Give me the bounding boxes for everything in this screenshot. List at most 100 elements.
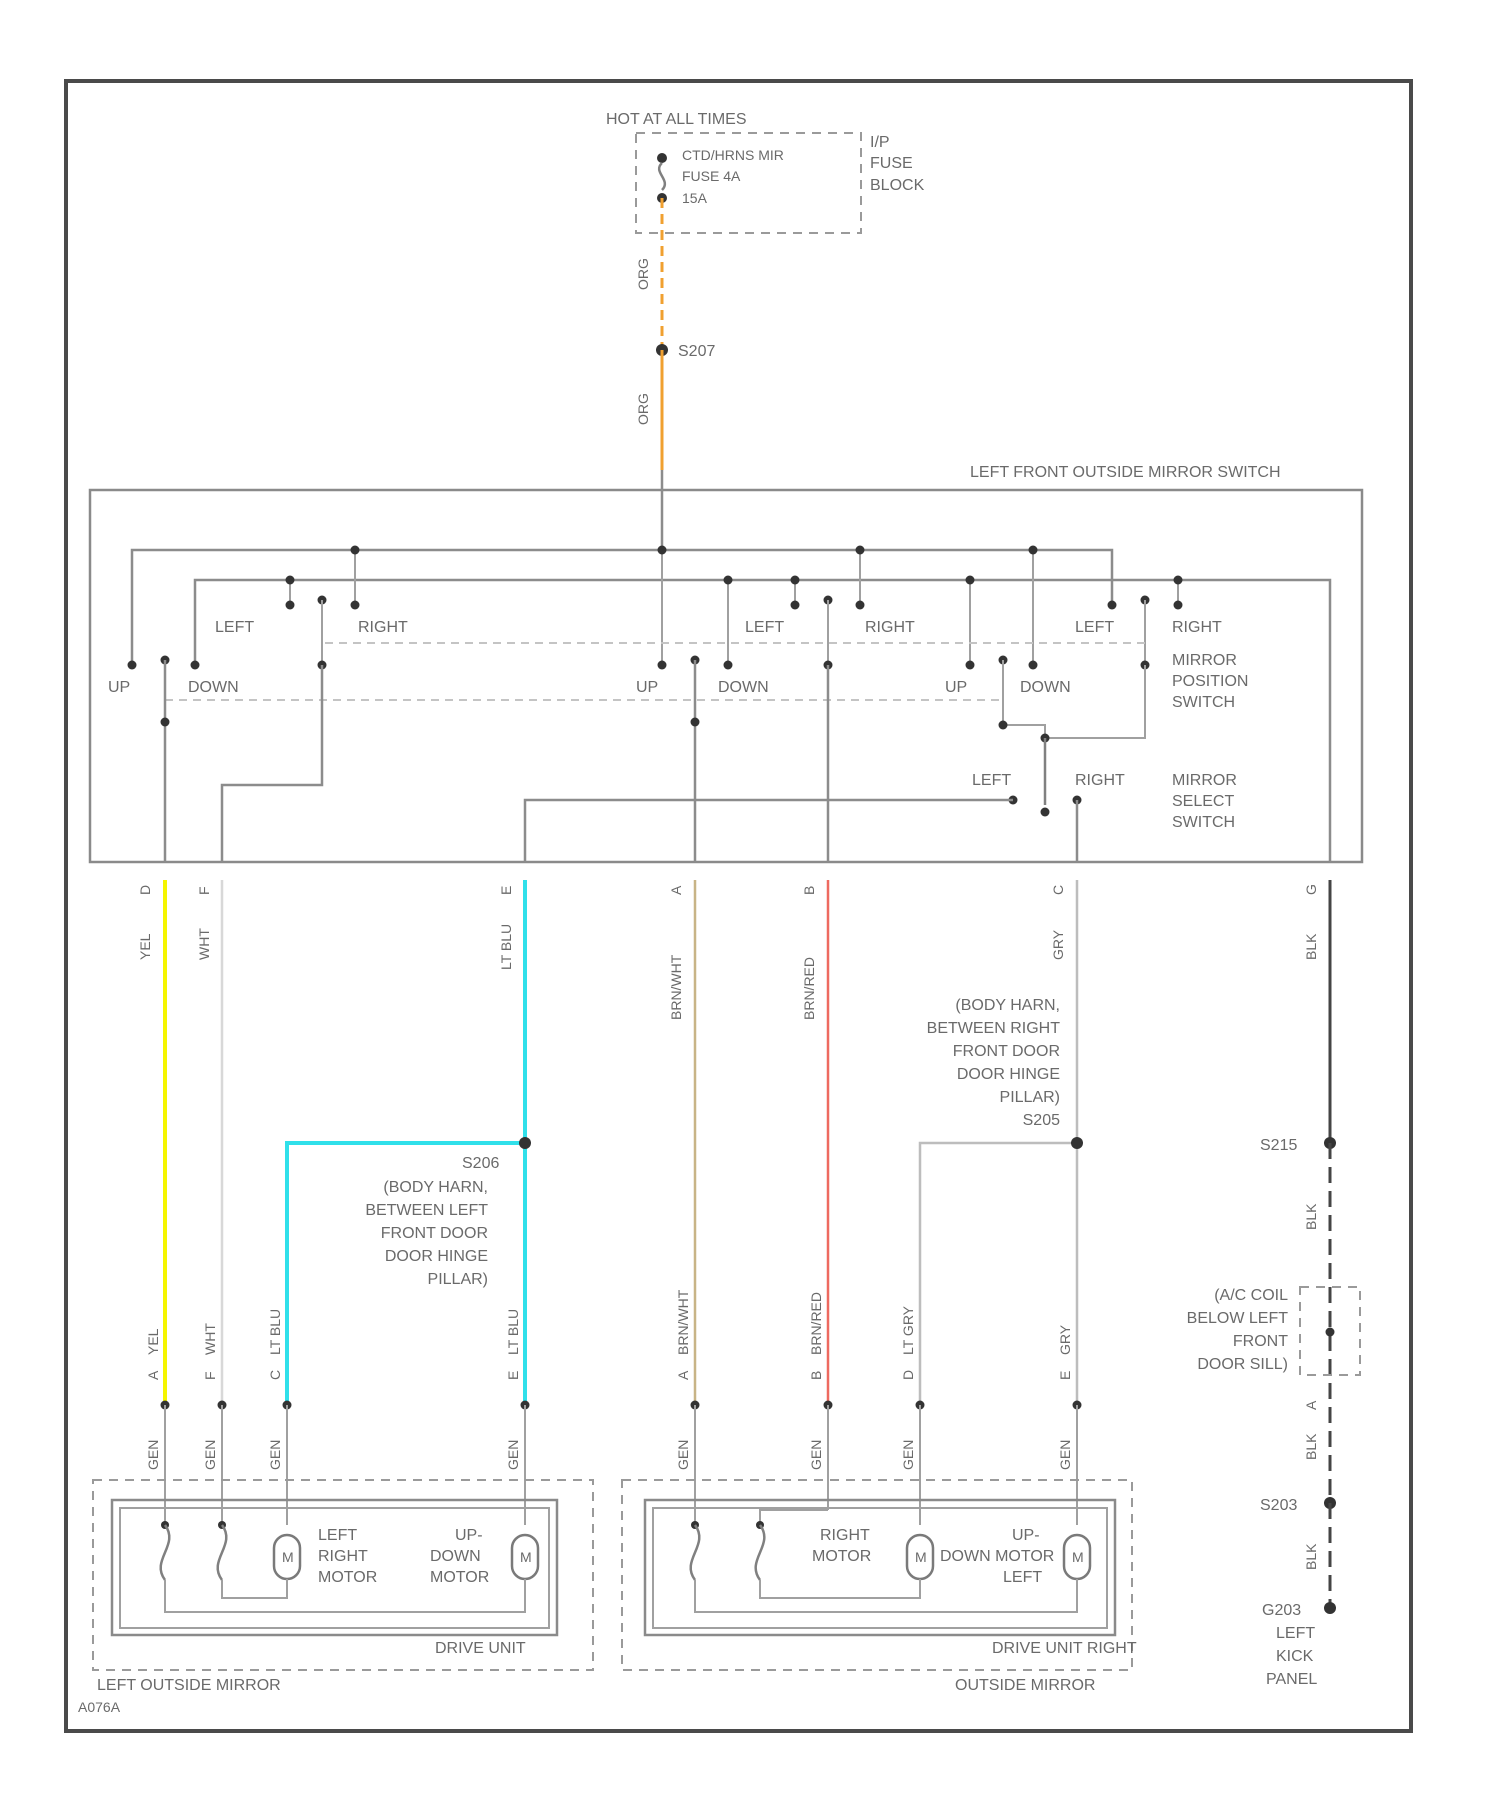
rm-thermal-breaker-2-icon [756,1525,765,1580]
left-right-contacts [286,596,1183,610]
rm-motor1-line2: MOTOR [812,1548,871,1565]
position-switch-line3: SWITCH [1172,694,1235,711]
fuse-terminal-top [657,153,667,163]
rm-color-b: BRN/RED [808,1292,824,1355]
s206-line5: PILLAR) [428,1271,488,1288]
lm-motor2-line2: DOWN [430,1548,481,1565]
lm-motor2-line3: MOTOR [430,1569,489,1586]
up-down-contacts [128,656,1150,670]
lm-color-e: LT BLU [505,1309,521,1355]
connector-tag-labels: GEN GEN GEN GEN GEN GEN GEN GEN [145,1440,1073,1470]
rm-pin-e: E [1057,1371,1073,1380]
s203-label: S203 [1260,1497,1297,1514]
rm-motor1-line1: RIGHT [820,1527,870,1544]
selector-mid-contact [1041,808,1050,817]
diagram-frame [66,81,1411,1731]
org-wire-lower-label: ORG [635,393,651,425]
rm-feed-b [760,1510,828,1525]
position-switch-line2: POSITION [1172,673,1248,690]
rm-pin-a: A [675,1370,691,1380]
wire-color-wht: WHT [196,928,212,960]
position-switch-line1: MIRROR [1172,652,1237,669]
ground-line1: LEFT [1276,1625,1315,1642]
connector-line2: BELOW LEFT [1187,1310,1289,1327]
lm-drive-unit-label: DRIVE UNIT [435,1640,526,1657]
wire-color-blk: BLK [1303,933,1319,960]
label-up-2: UP [636,679,658,696]
label-left-2: LEFT [745,619,784,636]
label-left-1: LEFT [215,619,254,636]
ground-line2: KICK [1276,1648,1314,1665]
lm-color-f: WHT [202,1323,218,1355]
splice-s206 [519,1137,531,1149]
pin-c: C [1050,885,1066,895]
lm-thermal-breaker-2-icon [218,1525,227,1580]
s206-id: S206 [462,1155,499,1172]
ground-g203 [1324,1602,1336,1614]
lm-pin-c: C [267,1370,283,1380]
blk-wire-mid-label: BLK [1303,1203,1319,1230]
svg-text:GEN: GEN [202,1440,218,1470]
hot-at-all-times-label: HOT AT ALL TIMES [606,111,747,128]
selector-common-right [1045,665,1145,738]
select-switch-line2: SELECT [1172,793,1234,810]
connector-line3: FRONT [1233,1333,1288,1350]
rm-motor2-line3: LEFT [1003,1569,1042,1586]
rm-pin-d: D [900,1370,916,1380]
pin-a: A [668,885,684,895]
lm-pin-f: F [202,1371,218,1380]
org-wire-upper-label: ORG [635,258,651,290]
pin-f: F [196,886,212,895]
diagram-code: A076A [78,1699,121,1715]
fuse-name-line3: 15A [682,190,708,206]
pin-b: B [801,886,817,895]
label-up-3: UP [945,679,967,696]
fuse-block-line1: I/P [870,134,890,151]
select-switch-line1: MIRROR [1172,772,1237,789]
right-drive-unit-inner [653,1508,1107,1628]
rm-color-d: LT GRY [900,1305,916,1355]
label-right-3: RIGHT [1172,619,1222,636]
gry-wire-branch [920,1143,1077,1405]
g203-label: G203 [1262,1602,1301,1619]
rm-motor2-line2: DOWN MOTOR [940,1548,1054,1565]
contact-d-lower [161,718,170,727]
lm-motor2-line1: UP- [455,1527,483,1544]
s205-id: S205 [1023,1112,1060,1129]
s205-line5: PILLAR) [1000,1089,1060,1106]
lm-pin-a: A [145,1370,161,1380]
s205-line1: (BODY HARN, [955,997,1060,1014]
lm-motor1-line3: MOTOR [318,1569,377,1586]
left-drive-unit-box [112,1500,557,1635]
rm-color-a: BRN/WHT [675,1289,691,1355]
label-down-2: DOWN [718,679,769,696]
right-drive-unit-box [645,1500,1115,1635]
feed-bus-top [132,550,1112,665]
wire-color-gry: GRY [1050,929,1066,960]
connector-pin-a: A [1303,1400,1319,1410]
s215-label: S215 [1260,1137,1297,1154]
rm-name: OUTSIDE MIRROR [955,1677,1095,1694]
selector-left-label: LEFT [972,772,1011,789]
selector-right-label: RIGHT [1075,772,1125,789]
lm-color-c: LT BLU [267,1309,283,1355]
rm-pin-b: B [808,1371,824,1380]
fuse-name-line1: CTD/HRNS MIR [682,147,784,163]
contact-a-lower [691,718,700,727]
s206-line1: (BODY HARN, [383,1179,488,1196]
rm-drive-unit-label: DRIVE UNIT RIGHT [992,1640,1137,1657]
rm-color-e: GRY [1057,1324,1073,1355]
label-right-2: RIGHT [865,619,915,636]
rm-thermal-breaker-1-icon [691,1525,700,1580]
label-down-3: DOWN [1020,679,1071,696]
lm-link-1 [222,1579,287,1598]
pin-e: E [498,886,514,895]
rm-motor-2-symbol: M [1072,1549,1084,1565]
s205-line4: DOOR HINGE [957,1066,1060,1083]
svg-text:GEN: GEN [808,1440,824,1470]
selector-common-left [1003,660,1045,740]
contact-e-lower [999,721,1008,730]
label-down-1: DOWN [188,679,239,696]
fuse-name-line2: FUSE 4A [682,168,741,184]
